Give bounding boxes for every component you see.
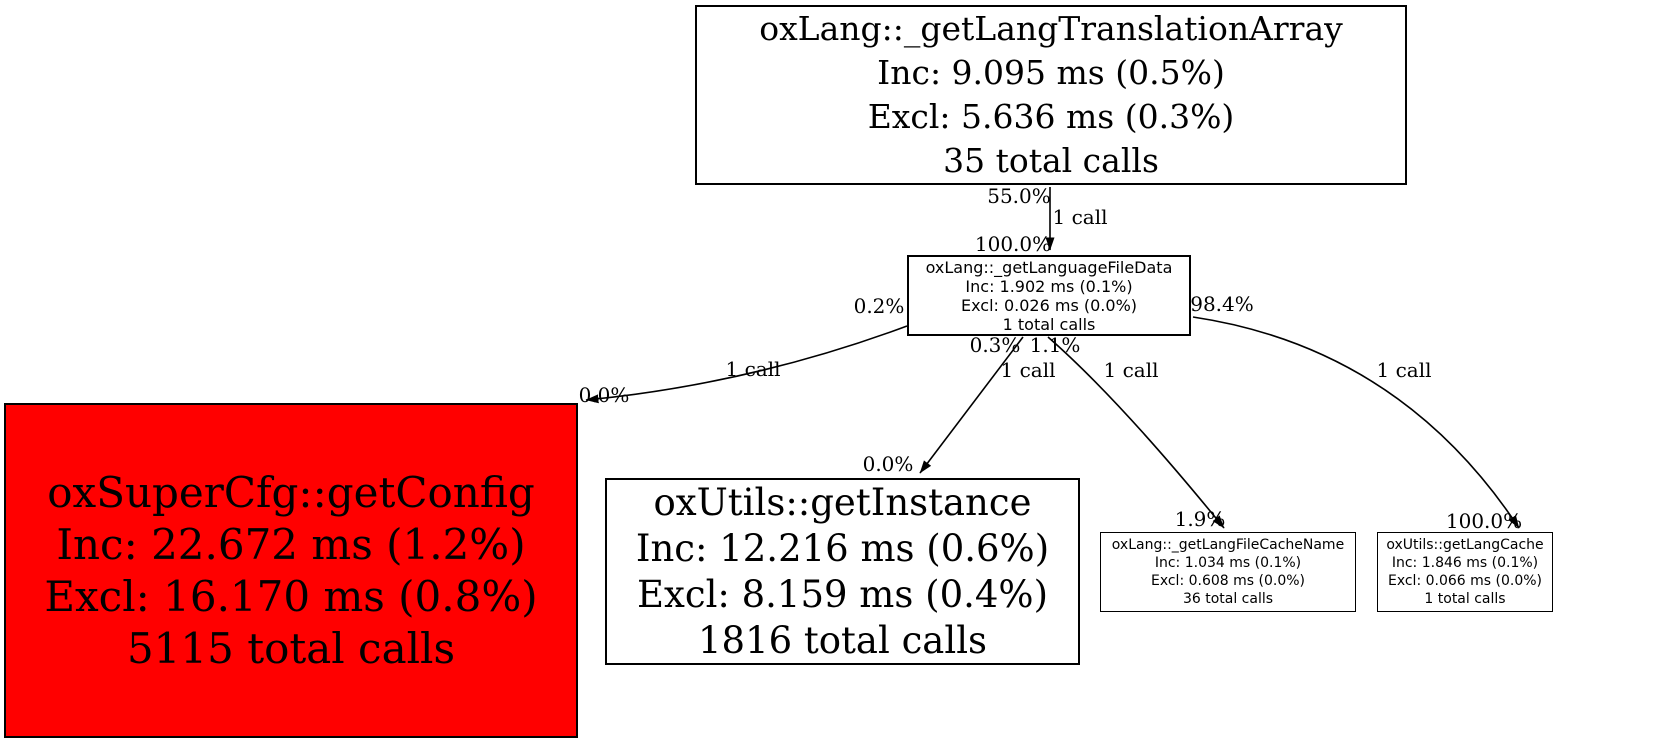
- edge1-target-percent: 100.0%: [974, 232, 1052, 256]
- node-oxlang-getlangfilecachename: oxLang::_getLangFileCacheName Inc: 1.034…: [1100, 532, 1356, 612]
- node-oxlang-getlangtranslationarray: oxLang::_getLangTranslationArray Inc: 9.…: [695, 5, 1407, 185]
- node-title: oxSuperCfg::getConfig: [47, 467, 535, 517]
- node-exclusive-time: Excl: 0.608 ms (0.0%): [1150, 573, 1306, 589]
- edge3-source-percent: 0.3%: [969, 333, 1021, 357]
- edge2-call-count: 1 call: [725, 357, 781, 381]
- edge-languagefiledata-to-getconfig: [585, 325, 908, 404]
- node-total-calls: 5115 total calls: [126, 623, 456, 673]
- edge5-target-percent: 100.0%: [1445, 509, 1523, 533]
- edge3-call-count: 1 call: [1000, 358, 1056, 382]
- node-title: oxLang::_getLanguageFileData: [925, 257, 1173, 277]
- node-title: oxUtils::getLangCache: [1386, 537, 1544, 553]
- node-exclusive-time: Excl: 8.159 ms (0.4%): [636, 572, 1049, 616]
- node-total-calls: 1816 total calls: [697, 618, 988, 662]
- edge5-source-percent: 98.4%: [1190, 292, 1254, 316]
- edge1-source-percent: 55.0%: [987, 184, 1051, 208]
- edge4-call-count: 1 call: [1103, 358, 1159, 382]
- edge4-source-percent: 1.1%: [1029, 333, 1081, 357]
- edge-languagefiledata-to-filecachename: [1047, 336, 1225, 529]
- node-exclusive-time: Excl: 0.026 ms (0.0%): [960, 295, 1138, 315]
- edge-languagefiledata-to-getlangcache: [1192, 316, 1520, 529]
- node-exclusive-time: Excl: 5.636 ms (0.3%): [867, 97, 1235, 136]
- edge1-call-count: 1 call: [1052, 205, 1108, 229]
- node-inclusive-time: Inc: 12.216 ms (0.6%): [635, 526, 1050, 570]
- node-total-calls: 1 total calls: [1002, 314, 1096, 334]
- edge2-source-percent: 0.2%: [853, 294, 905, 318]
- node-oxlang-getlanguagefiledata: oxLang::_getLanguageFileData Inc: 1.902 …: [907, 255, 1191, 336]
- node-inclusive-time: Inc: 1.846 ms (0.1%): [1391, 555, 1539, 571]
- node-title: oxUtils::getInstance: [653, 480, 1032, 524]
- node-exclusive-time: Excl: 16.170 ms (0.8%): [44, 571, 538, 621]
- node-title: oxLang::_getLangFileCacheName: [1111, 537, 1345, 553]
- node-inclusive-time: Inc: 1.034 ms (0.1%): [1154, 555, 1302, 571]
- node-inclusive-time: Inc: 22.672 ms (1.2%): [56, 519, 526, 569]
- node-oxutils-getinstance: oxUtils::getInstance Inc: 12.216 ms (0.6…: [605, 478, 1080, 665]
- node-oxsupercfg-getconfig-hotspot: oxSuperCfg::getConfig Inc: 22.672 ms (1.…: [4, 403, 578, 738]
- edge5-call-count: 1 call: [1376, 358, 1432, 382]
- node-exclusive-time: Excl: 0.066 ms (0.0%): [1387, 573, 1543, 589]
- node-title: oxLang::_getLangTranslationArray: [759, 9, 1343, 48]
- node-inclusive-time: Inc: 9.095 ms (0.5%): [877, 53, 1225, 92]
- node-total-calls: 36 total calls: [1182, 591, 1274, 607]
- node-inclusive-time: Inc: 1.902 ms (0.1%): [965, 276, 1133, 296]
- node-oxutils-getlangcache: oxUtils::getLangCache Inc: 1.846 ms (0.1…: [1377, 532, 1553, 612]
- edge3-target-percent: 0.0%: [862, 452, 914, 476]
- edge-languagefiledata-to-getinstance: [919, 336, 1024, 474]
- edge4-target-percent: 1.9%: [1174, 507, 1226, 531]
- edge2-target-percent: 0.0%: [578, 383, 630, 407]
- node-total-calls: 1 total calls: [1424, 591, 1506, 607]
- node-total-calls: 35 total calls: [943, 141, 1159, 180]
